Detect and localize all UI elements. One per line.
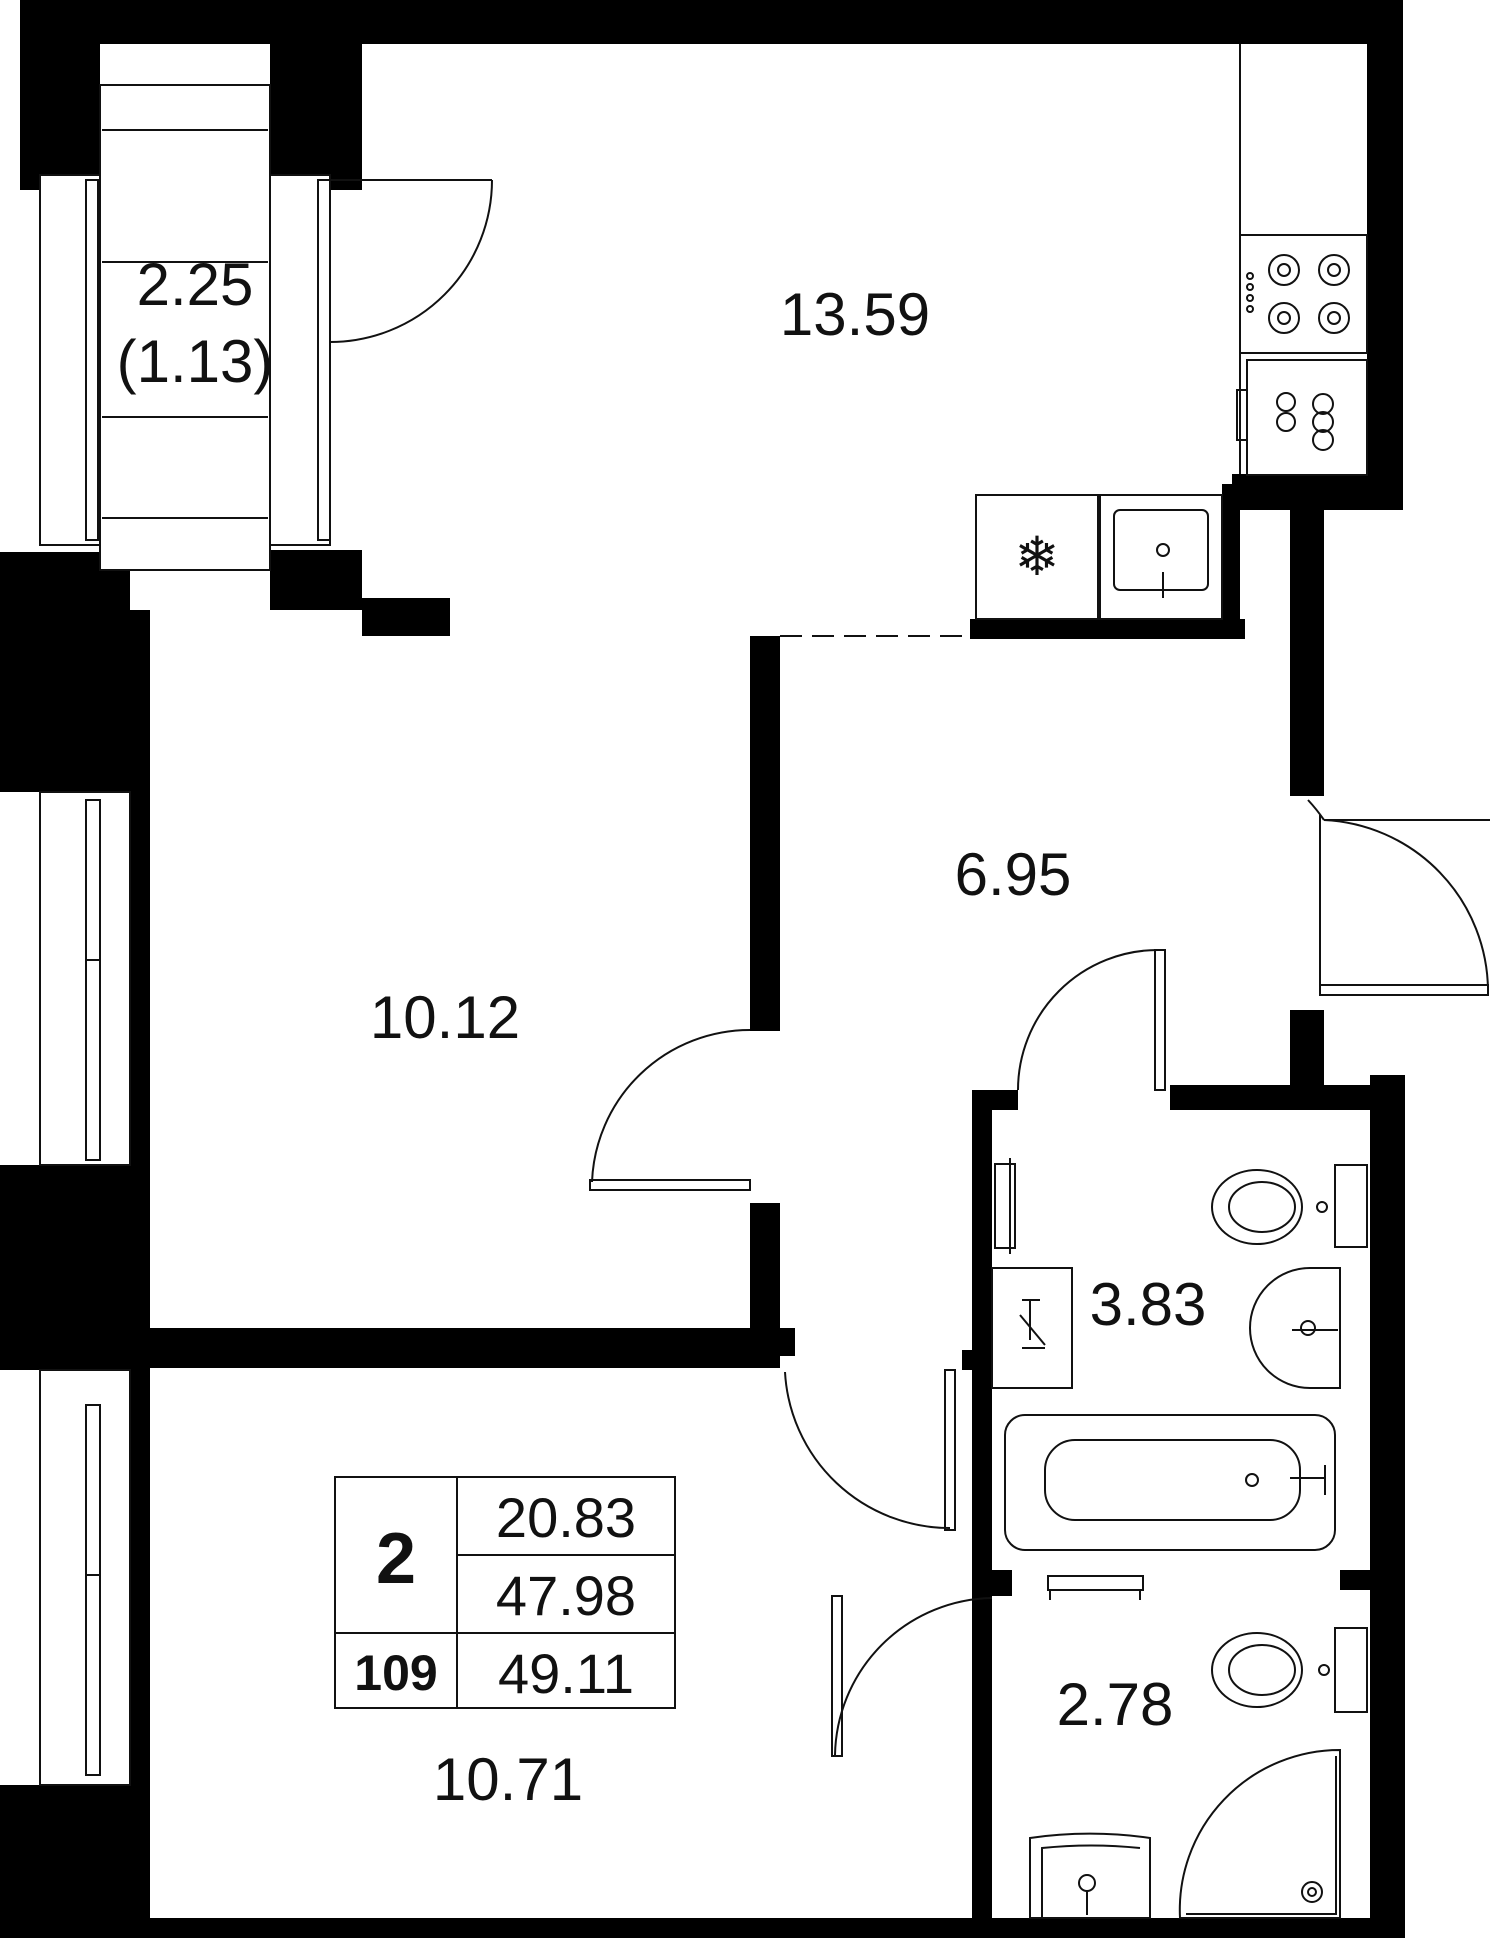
total-area-value: 47.98 <box>496 1564 636 1627</box>
balcony <box>39 84 331 571</box>
bathtub-icon <box>1004 1414 1336 1551</box>
balcony-reduced-area-label: (1.13) <box>117 328 274 395</box>
sink-icon <box>1099 494 1223 620</box>
apartment-info-table <box>334 1476 676 1709</box>
hob-icon <box>1239 234 1368 354</box>
living-area-label: 10.71 <box>433 1746 583 1813</box>
toilet-icon <box>1334 1627 1368 1713</box>
total-with-balcony-value: 49.11 <box>498 1642 634 1705</box>
snowflake-icon: ❄ <box>1014 525 1059 588</box>
dishwasher-icon <box>1246 359 1368 476</box>
wc-fixtures <box>1029 1575 1368 1919</box>
wc-area-label: 2.78 <box>1057 1671 1174 1738</box>
doors <box>329 179 1490 1757</box>
kitchen-fixtures <box>975 44 1368 620</box>
bathroom-fixtures <box>991 1158 1368 1551</box>
hall-area-label: 6.95 <box>955 841 1072 908</box>
bedroom-area-label: 10.12 <box>370 984 520 1051</box>
washing-machine-icon <box>991 1267 1073 1389</box>
toilet-icon <box>1334 1164 1368 1248</box>
windows <box>39 791 131 1786</box>
living-area-value: 20.83 <box>496 1486 636 1549</box>
rooms-count: 2 <box>376 1519 416 1599</box>
apartment-number: 109 <box>354 1645 437 1701</box>
shower-icon <box>1178 1748 1341 1919</box>
fridge-icon <box>975 494 1099 620</box>
kitchen-area-label: 13.59 <box>780 281 930 348</box>
washbasin-icon <box>1249 1267 1341 1389</box>
bathroom-area-label: 3.83 <box>1090 1271 1207 1338</box>
washbasin-icon <box>1029 1832 1151 1919</box>
balcony-area-label: 2.25 <box>137 251 254 318</box>
walls <box>0 0 1405 1938</box>
